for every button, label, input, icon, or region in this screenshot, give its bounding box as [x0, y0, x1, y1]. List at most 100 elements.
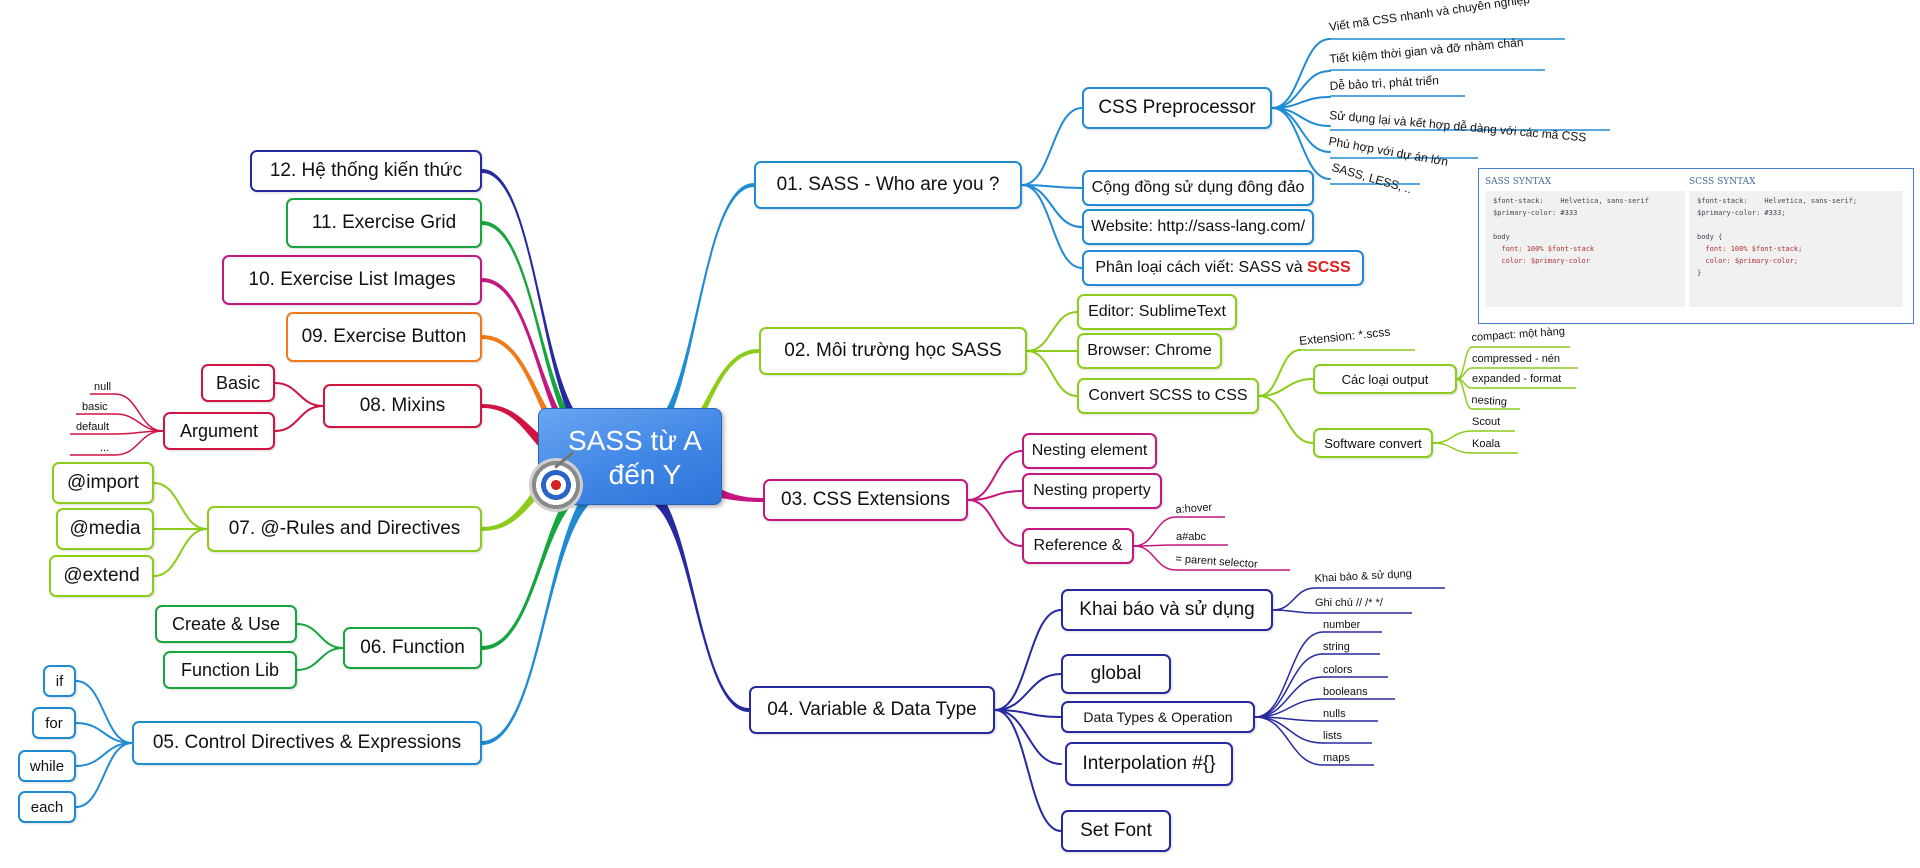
target-icon	[529, 458, 583, 512]
sass-syntax-panel: SASS SYNTAX $font-stack: Helvetica, sans…	[1485, 177, 1685, 313]
connector	[75, 680, 133, 744]
reference-id: a#abc	[1176, 531, 1206, 543]
branch-01-sass-who-are-you[interactable]: 01. SASS - Who are you ?	[754, 161, 1022, 209]
type-lists: lists	[1323, 730, 1342, 742]
node-mixin-basic[interactable]: Basic	[201, 364, 275, 402]
code-line: $primary-color: #333	[1493, 209, 1578, 217]
argument-default: default	[76, 421, 110, 433]
code-line	[1697, 221, 1895, 233]
branch-04-child-link	[994, 609, 1062, 711]
node-css-preprocessor[interactable]: CSS Preprocessor	[1082, 87, 1272, 129]
node-declare-use[interactable]: Khai báo và sử dụng	[1061, 589, 1273, 631]
code-line: font: 100% $font-stack	[1493, 245, 1595, 253]
branch-10-link	[482, 278, 596, 459]
node-editor[interactable]: Editor: SublimeText	[1077, 294, 1237, 330]
branch-12-link	[482, 169, 600, 449]
code-line: color: $primary-color;	[1697, 257, 1799, 265]
type-booleans: booleans	[1323, 686, 1368, 698]
branch-06-function[interactable]: 06. Function	[343, 627, 482, 669]
scss-highlight: SCSS	[1307, 259, 1351, 276]
connector	[1254, 631, 1324, 718]
node-function-lib[interactable]: Function Lib	[163, 651, 297, 689]
branch-04-child-link	[994, 709, 1062, 765]
branch-11-link	[482, 221, 598, 454]
syntax-comparison-image: SASS SYNTAX $font-stack: Helvetica, sans…	[1478, 168, 1914, 324]
branch-09-link	[482, 335, 594, 464]
branch-08-mixins[interactable]: 08. Mixins	[323, 384, 482, 428]
node-create-use[interactable]: Create & Use	[155, 605, 297, 643]
connector	[296, 647, 344, 671]
node-browser[interactable]: Browser: Chrome	[1077, 333, 1222, 369]
connector	[1272, 609, 1316, 614]
code-line: font: 100% $font-stack;	[1697, 245, 1803, 253]
node-community[interactable]: Cộng đồng sử dụng đông đảo	[1082, 170, 1314, 206]
branch-05-link	[482, 476, 610, 745]
connector	[1254, 653, 1324, 718]
connector	[1258, 395, 1314, 444]
branch-01-link	[640, 183, 754, 449]
scss-syntax-panel: SCSS SYNTAX $font-stack: Helvetica, sans…	[1689, 177, 1903, 313]
connector	[1258, 378, 1314, 397]
branch-04-variable-data-type[interactable]: 04. Variable & Data Type	[749, 686, 995, 734]
connector	[1432, 442, 1473, 454]
node-convert[interactable]: Convert SCSS to CSS	[1077, 378, 1259, 414]
comment-syntax: Ghi chú // /* */	[1315, 597, 1383, 609]
connector	[1432, 430, 1473, 444]
branch-11-exercise-grid[interactable]: 11. Exercise Grid	[286, 198, 482, 248]
connector	[75, 742, 133, 767]
connector	[114, 393, 164, 432]
connector	[1272, 587, 1316, 611]
node-extend[interactable]: @extend	[49, 555, 154, 597]
branch-09-exercise-button[interactable]: 09. Exercise Button	[286, 312, 482, 362]
argument-basic: basic	[82, 401, 108, 413]
syntax-types-label: Phân loại cách viết: SASS và	[1095, 259, 1303, 276]
branch-01-child-link	[1021, 107, 1083, 186]
node-while[interactable]: while	[18, 750, 76, 782]
connector	[75, 722, 133, 744]
branch-12-knowledge-system[interactable]: 12. Hệ thống kiến thức	[250, 150, 482, 192]
node-software-convert[interactable]: Software convert	[1313, 428, 1433, 458]
branch-04-child-link	[994, 709, 1062, 832]
type-maps: maps	[1323, 752, 1350, 764]
argument-more: ...	[100, 442, 110, 454]
connector	[1258, 349, 1301, 397]
node-set-font[interactable]: Set Font	[1061, 810, 1171, 852]
preprocessor-item-link	[1271, 107, 1331, 180]
branch-01-child-link	[1021, 184, 1083, 269]
node-data-types-operation[interactable]: Data Types & Operation	[1061, 701, 1255, 733]
node-output-types[interactable]: Các loại output	[1313, 364, 1457, 394]
branch-07-rules-directives[interactable]: 07. @-Rules and Directives	[207, 506, 482, 552]
branch-02-environment[interactable]: 02. Môi trường học SASS	[759, 327, 1027, 375]
connector	[1133, 545, 1177, 571]
node-nesting-element[interactable]: Nesting element	[1022, 433, 1157, 469]
branch-10-exercise-list-images[interactable]: 10. Exercise List Images	[222, 255, 482, 305]
node-if[interactable]: if	[43, 665, 76, 697]
connector	[1456, 378, 1473, 410]
node-import[interactable]: @import	[52, 462, 154, 504]
node-interpolation[interactable]: Interpolation #{}	[1065, 742, 1233, 786]
node-media[interactable]: @media	[56, 508, 154, 550]
branch-03-child-link	[967, 450, 1023, 501]
node-syntax-types[interactable]: Phân loại cách viết: SASS và SCSS	[1082, 250, 1364, 286]
node-global[interactable]: global	[1061, 654, 1171, 694]
type-nulls: nulls	[1323, 708, 1346, 720]
branch-03-css-extensions[interactable]: 03. CSS Extensions	[763, 479, 968, 521]
central-topic-line-2: đến Y	[608, 459, 682, 490]
code-line: }	[1697, 269, 1702, 277]
connector	[274, 382, 324, 407]
connector	[1254, 716, 1324, 766]
branch-04-link	[640, 481, 749, 712]
code-line	[1493, 221, 1677, 233]
node-mixin-argument[interactable]: Argument	[163, 412, 275, 450]
node-reference[interactable]: Reference &	[1022, 528, 1134, 564]
node-for[interactable]: for	[32, 707, 76, 739]
branch-03-child-link	[967, 490, 1023, 501]
branch-02-link	[655, 349, 759, 464]
branch-03-child-link	[967, 499, 1023, 547]
branch-05-control-directives[interactable]: 05. Control Directives & Expressions	[132, 721, 482, 765]
node-each[interactable]: each	[18, 791, 76, 823]
node-nesting-property[interactable]: Nesting property	[1022, 473, 1162, 509]
node-website[interactable]: Website: http://sass-lang.com/	[1082, 209, 1314, 245]
type-number: number	[1323, 619, 1361, 631]
